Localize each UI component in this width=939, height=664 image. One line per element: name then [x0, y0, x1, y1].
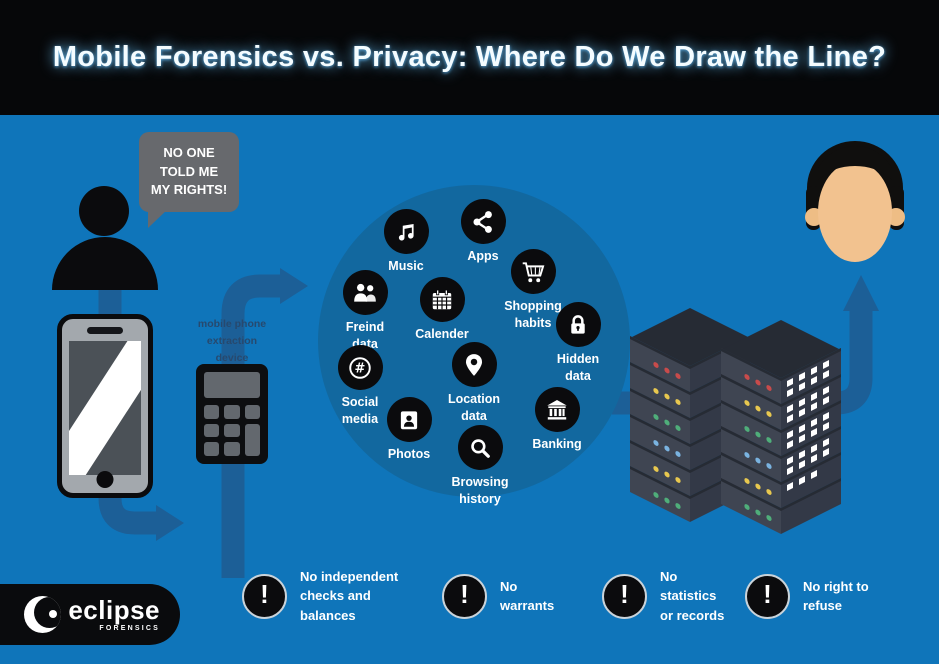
share-icon: [460, 199, 506, 244]
arrow-device-to-circle: [221, 274, 280, 578]
map-pin-icon: [451, 342, 497, 387]
speech-bubble: NO ONE TOLD ME MY RIGHTS!: [139, 132, 239, 228]
arrowhead-right-1: [156, 505, 184, 541]
data-item-banking: Banking: [511, 387, 603, 453]
phone-screen: [69, 341, 141, 475]
exclamation-icon: !: [745, 573, 790, 619]
data-item-calender: Calender: [396, 277, 488, 343]
eclipse-forensics-logo: eclipse FORENSICS: [0, 584, 180, 645]
data-item-apps: Apps: [437, 199, 529, 265]
data-item-hidden-data: Hidden data: [532, 302, 624, 385]
phone-speaker: [87, 327, 123, 334]
shopping-cart-icon: [510, 249, 556, 294]
crescent-dot: [49, 610, 58, 618]
eclipse-crescent-icon: [24, 596, 62, 633]
warning-no-warrants: ! No warrants: [442, 567, 554, 625]
data-item-shopping-habits: Shopping habits: [487, 249, 579, 332]
data-item-browsing-history: Browsing history: [434, 425, 526, 508]
server-tower-right: [721, 320, 841, 535]
extraction-device-label: mobile phone extraction device: [197, 318, 267, 364]
warning-text: No independent checks and balances: [300, 568, 399, 623]
investigator-face-icon: [805, 141, 905, 262]
page-title: Mobile Forensics vs. Privacy: Where Do W…: [52, 41, 887, 73]
bank-icon: [534, 387, 580, 432]
arrowhead-right-2: [280, 268, 308, 304]
extraction-device-illustration: [196, 364, 268, 464]
arrowhead-up: [843, 275, 879, 311]
data-item-music: Music: [360, 209, 452, 275]
warning-no-refusal: ! No right to refuse: [745, 567, 869, 625]
data-item-freind-data: Freind data: [319, 270, 411, 353]
arrow-person-to-device: [98, 284, 156, 535]
device-keypad: [204, 405, 260, 456]
padlock-icon: [555, 302, 601, 347]
logo-name: eclipse: [68, 595, 160, 625]
data-item-social-media: # Social media: [314, 345, 406, 428]
exclamation-icon: !: [602, 573, 647, 619]
people-icon: [342, 270, 388, 315]
music-note-icon: [383, 209, 429, 254]
magnifier-icon: [457, 425, 503, 470]
hashtag-icon: #: [337, 345, 383, 390]
phone-home-button: [96, 471, 114, 488]
smartphone-illustration: [57, 314, 153, 498]
speech-bubble-text: NO ONE TOLD ME MY RIGHTS!: [150, 144, 228, 198]
warning-no-statistics: ! No statistics or records: [602, 567, 724, 625]
device-screen: [204, 372, 260, 398]
warning-no-checks: ! No independent checks and balances: [242, 567, 398, 625]
exclamation-icon: !: [442, 573, 487, 619]
data-item-location-data: Location data: [428, 342, 520, 425]
calendar-icon: [419, 277, 465, 322]
logo-subtitle: FORENSICS: [99, 625, 160, 632]
header-bar: Mobile Forensics vs. Privacy: Where Do W…: [0, 0, 939, 115]
warning-text: No warrants: [500, 578, 555, 614]
person-head-icon: [79, 186, 129, 236]
photo-icon: [386, 397, 432, 442]
exclamation-icon: !: [242, 573, 287, 619]
warning-text: No statistics or records: [660, 568, 725, 623]
svg-text:#: #: [355, 361, 366, 376]
data-item-photos: Photos: [363, 397, 455, 463]
warning-text: No right to refuse: [803, 578, 869, 614]
server-towers-illustration: [630, 308, 841, 535]
phone-screen-glare: [69, 341, 141, 475]
